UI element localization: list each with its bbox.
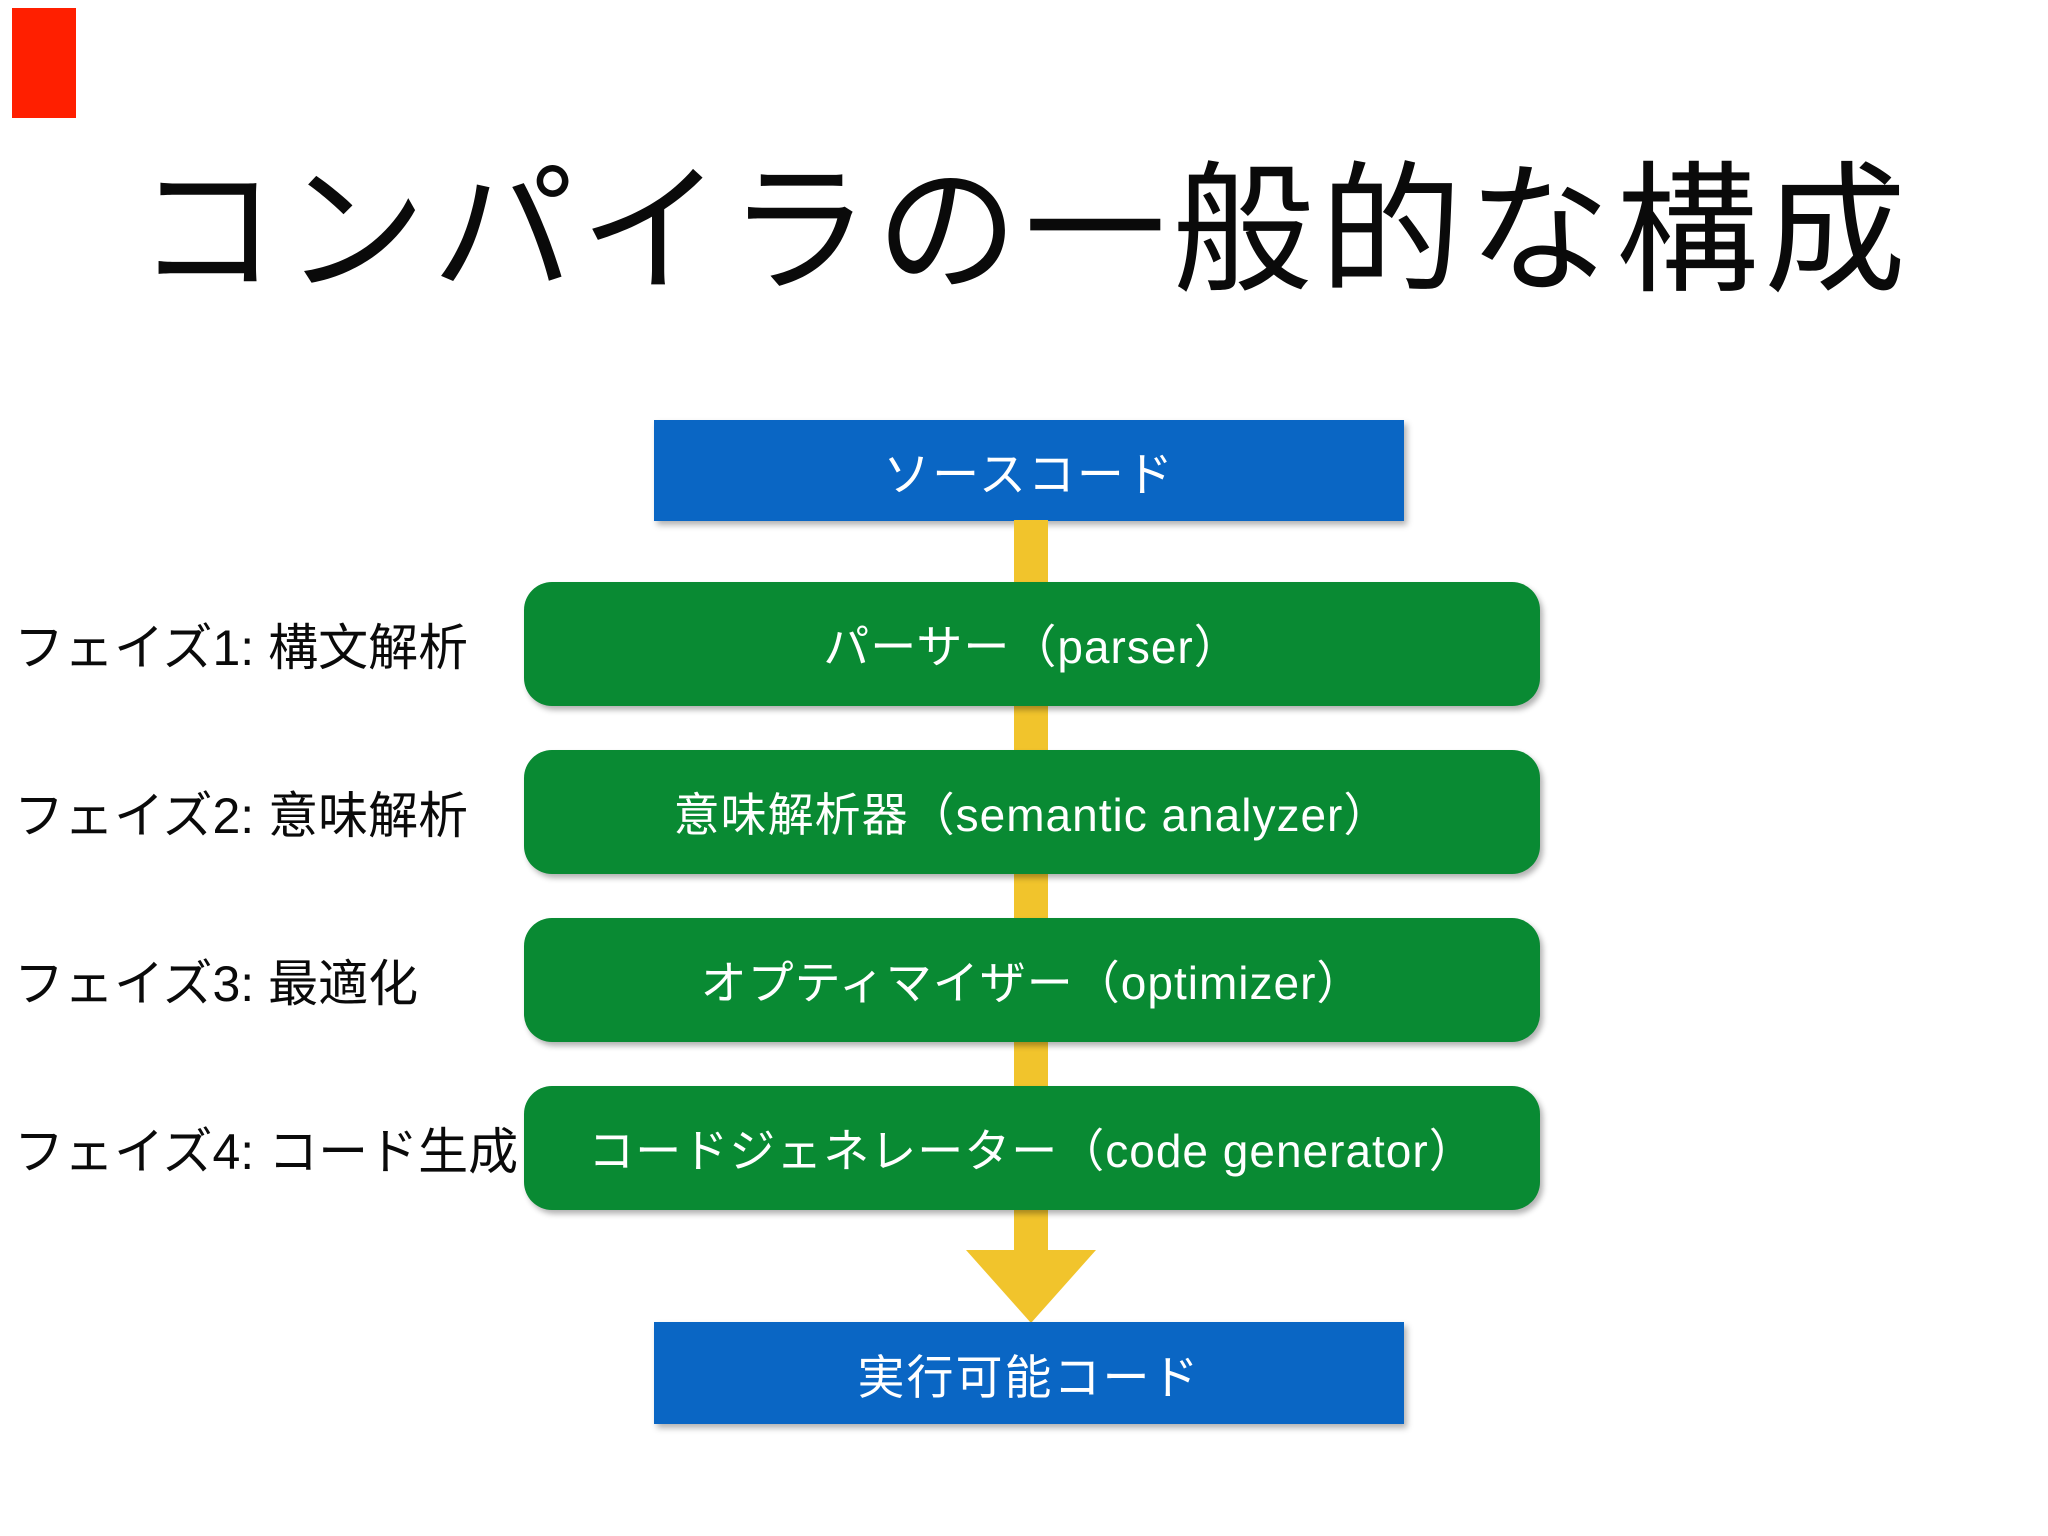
flow-node-label: コードジェネレーター（code generator） — [588, 1125, 1476, 1177]
flow-connector — [1014, 705, 1048, 751]
flow-node-label: 意味解析器（semantic analyzer） — [673, 789, 1391, 841]
phase-4-label: フェイズ4: コード生成 — [14, 1124, 519, 1180]
phase-2-label: フェイズ2: 意味解析 — [14, 788, 469, 844]
flow-node-code-generator: コードジェネレーター（code generator） — [524, 1086, 1540, 1210]
flow-node-parser: パーサー（parser） — [524, 582, 1540, 706]
flow-node-label: ソースコード — [883, 448, 1175, 501]
phase-1-label: フェイズ1: 構文解析 — [14, 620, 469, 676]
phase-3-label: フェイズ3: 最適化 — [14, 956, 419, 1012]
flow-node-executable-code: 実行可能コード — [654, 1322, 1404, 1424]
flow-connector — [1014, 873, 1048, 919]
flow-node-source-code: ソースコード — [654, 420, 1404, 521]
flow-node-optimizer: オプティマイザー（optimizer） — [524, 918, 1540, 1042]
flow-connector — [1014, 1041, 1048, 1087]
flow-node-label: パーサー（parser） — [823, 621, 1241, 673]
flow-node-semantic-analyzer: 意味解析器（semantic analyzer） — [524, 750, 1540, 874]
flow-node-label: オプティマイザー（optimizer） — [700, 957, 1364, 1009]
red-marker — [12, 8, 76, 118]
flow-arrowhead-icon — [966, 1250, 1096, 1323]
flow-connector — [1014, 520, 1048, 583]
slide-title: コンパイラの一般的な構成 — [136, 152, 1912, 311]
flow-node-label: 実行可能コード — [857, 1350, 1201, 1404]
flow-connector — [1014, 1209, 1048, 1252]
